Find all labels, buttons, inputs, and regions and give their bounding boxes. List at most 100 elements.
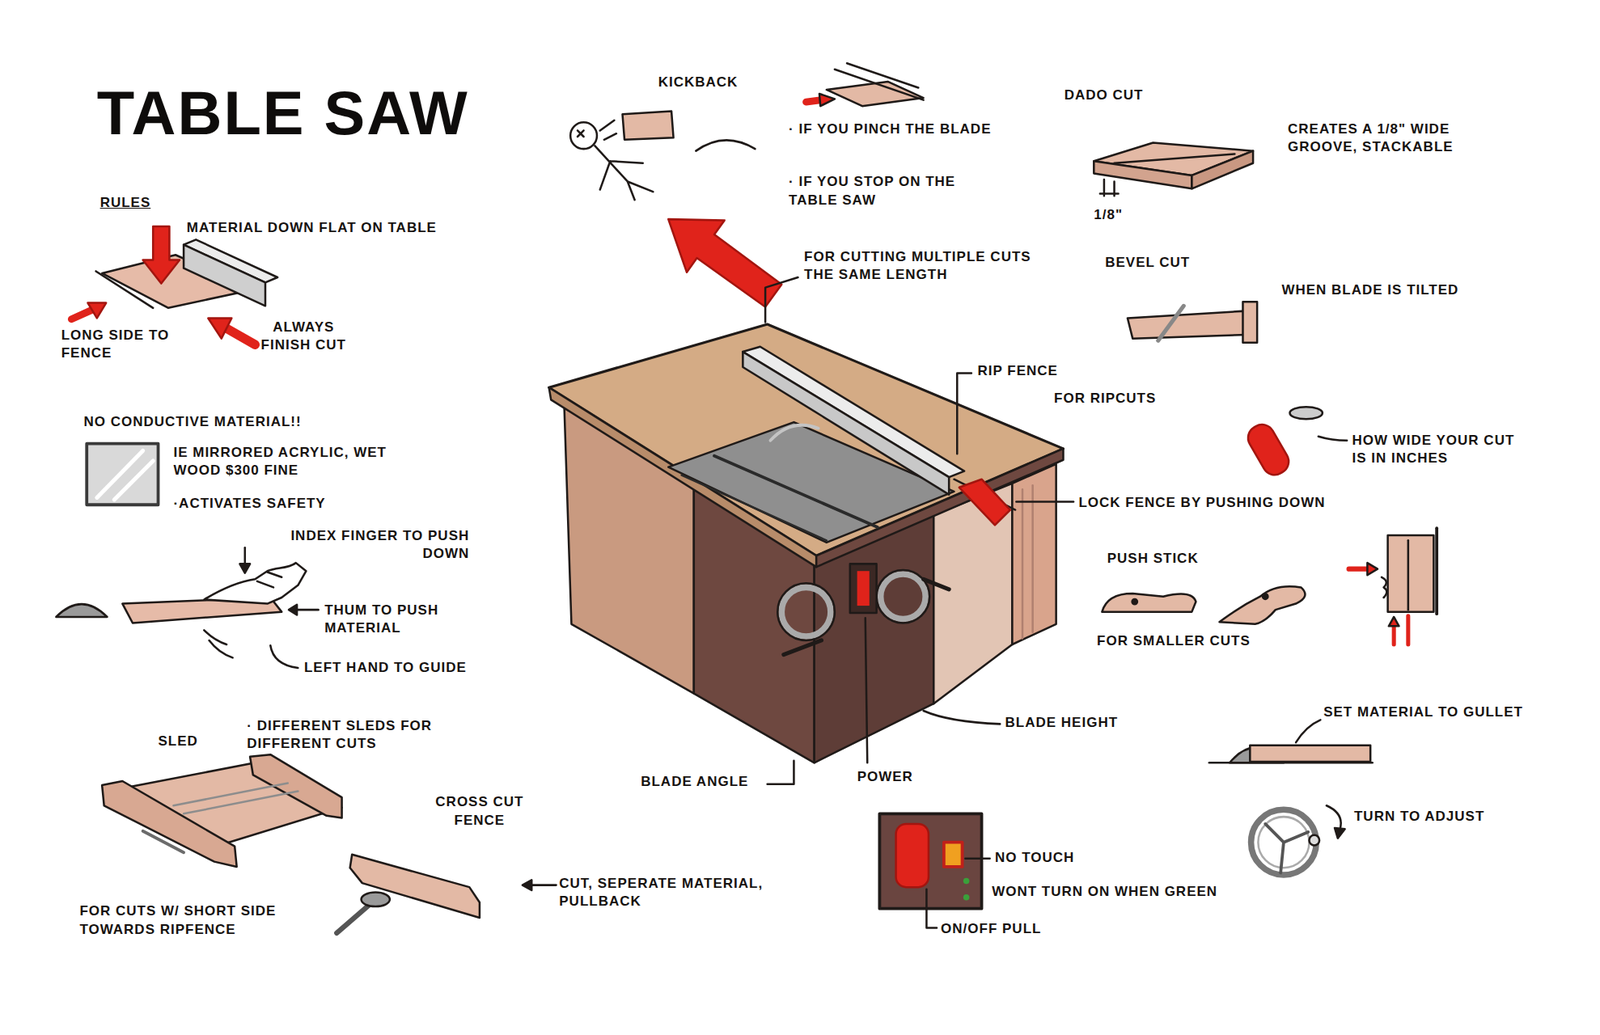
rule-note: LONG SIDE TO FENCE [61, 326, 174, 363]
section-heading: PUSH STICK [1107, 550, 1230, 568]
adjust-wheel-sketch-stroke [1251, 809, 1317, 876]
rules-sketch-stroke [183, 245, 266, 307]
table-saw-illustration-stroke [1022, 485, 1033, 639]
hand-push-sketch-stroke [55, 604, 107, 618]
page-title: TABLE SAW [97, 79, 470, 148]
table-saw-illustration-stroke [923, 579, 950, 590]
adjust-wheel-sketch-stroke [1308, 835, 1320, 847]
bevel-sketch [1127, 301, 1258, 343]
hand-note: LEFT HAND TO GUIDE [304, 659, 530, 678]
rules-sketch [71, 226, 278, 345]
crosscut-note: CUT, SEPERATE MATERIAL, PULLBACK [558, 875, 825, 911]
hand-push-sketch-stroke [296, 609, 318, 612]
dado-sketch-stroke [1093, 160, 1192, 189]
push-stick-sketch-stroke [1367, 562, 1378, 576]
crosscut-fence-sketch-stroke [350, 855, 480, 919]
hand-push-sketch-stroke [257, 571, 282, 588]
crosscut-fence-sketch-stroke [361, 892, 390, 907]
measure-note: HOW WIDE YOUR CUT IS IN INCHES [1351, 431, 1525, 468]
power-switch-box-stroke [926, 889, 937, 929]
rules-sketch-stroke [87, 303, 106, 319]
table-saw-illustration-stroke [1011, 464, 1056, 645]
table-saw-illustration [549, 219, 1074, 785]
table-saw-illustration-stroke [770, 425, 818, 441]
push-stick-sketch-stroke [1262, 594, 1268, 600]
table-saw-illustration-stroke [681, 475, 827, 542]
kickback-sketch-stroke [594, 145, 653, 200]
rules-sketch-stroke [143, 226, 180, 284]
power-switch-box-stroke [963, 894, 970, 902]
adjust-wheel-sketch-stroke [1265, 824, 1308, 874]
gullet-sketch-stroke [1249, 745, 1371, 762]
crosscut-fence-sketch-stroke [531, 884, 556, 887]
push-stick-sketch-stroke [1388, 535, 1435, 613]
push-stick-sketch [1101, 528, 1437, 645]
bevel-note: WHEN BLADE IS TILTED [1281, 281, 1527, 300]
push-stick-sketch-stroke [1219, 586, 1305, 625]
warning-note: IE MIRRORED ACRYLIC, WET WOOD $300 FINE [173, 444, 419, 480]
switch-note: ON/OFF PULL [940, 920, 1074, 939]
table-saw-illustration-stroke [1015, 500, 1074, 504]
power-switch-box-stroke [879, 813, 982, 909]
table-saw-illustration-stroke [956, 373, 972, 455]
section-heading: RULES [100, 194, 183, 212]
dado-sketch [1093, 143, 1253, 197]
push-stick-sketch-stroke [1132, 599, 1138, 605]
dado-sketch-stroke [1114, 153, 1236, 163]
kickback-sketch-stroke [570, 122, 597, 149]
kickback-sketch-stroke [622, 110, 674, 140]
warning-note: ·ACTIVATES SAFETY [173, 495, 398, 513]
table-saw-illustration-stroke [783, 640, 822, 656]
part-note: LOCK FENCE BY PUSHING DOWN [1078, 494, 1385, 513]
kickback-sketch-stroke [834, 63, 924, 100]
table-saw-illustration-stroke [742, 347, 965, 478]
section-heading: KICKBACK [658, 73, 771, 92]
wheel-note: TURN TO ADJUST [1354, 808, 1518, 826]
rule-note: MATERIAL DOWN FLAT ON TABLE [186, 219, 545, 238]
sled-note: · DIFFERENT SLEDS FOR DIFFERENT CUTS [246, 717, 492, 754]
hand-push-sketch-stroke [288, 605, 297, 616]
hand-note: THUM TO PUSH MATERIAL [324, 601, 478, 638]
table-saw-illustration-stroke [765, 277, 798, 322]
rule-note: ALWAYS FINISH CUT [260, 318, 348, 355]
push-stick-sketch-stroke [1101, 593, 1196, 613]
power-switch-box-stroke [943, 842, 963, 868]
part-name: RIP FENCE [977, 362, 1091, 381]
table-saw-illustration-stroke [714, 456, 878, 528]
bevel-sketch-stroke [1242, 301, 1258, 343]
push-stick-sketch-stroke [1434, 528, 1439, 614]
table-saw-illustration-stroke [767, 761, 795, 785]
kickback-sketch-stroke [600, 120, 617, 140]
fence-lock-handle [1243, 406, 1347, 480]
dimension-label: 1/8" [1093, 206, 1135, 225]
table-saw-illustration-stroke [850, 563, 877, 614]
kickback-note: · IF YOU PINCH THE BLADE [788, 120, 993, 139]
push-stick-sketch-stroke [1388, 617, 1400, 627]
hand-push-sketch [55, 547, 318, 669]
sled-sketch [101, 754, 342, 868]
kickback-sketch-stroke [577, 130, 585, 137]
power-switch-box-stroke [965, 858, 990, 861]
push-stick-sketch-stroke [1349, 567, 1368, 572]
table-saw-illustration-stroke [857, 571, 870, 606]
kickback-note: · IF YOU STOP ON THE TABLE SAW [788, 173, 993, 209]
fence-lock-handle-stroke [1290, 406, 1323, 420]
sled-note: FOR CUTS W/ SHORT SIDE TOWARDS RIPFENCE [79, 902, 284, 939]
hand-push-sketch-stroke [239, 563, 250, 573]
switch-note: NO TOUCH [994, 849, 1108, 868]
kickback-sketch-stroke [695, 139, 755, 151]
part-name: BLADE HEIGHT [1005, 714, 1149, 733]
part-name: POWER [857, 768, 929, 787]
hand-push-sketch-stroke [203, 630, 233, 658]
part-name: CROSS CUT FENCE [418, 793, 541, 830]
mirror-swatch-stroke [86, 444, 158, 506]
power-switch-box-stroke [896, 824, 929, 888]
adjust-wheel-sketch-stroke [1326, 805, 1342, 830]
hand-push-sketch-stroke [270, 645, 298, 669]
fence-note: FOR CUTTING MULTIPLE CUTS THE SAME LENGT… [804, 248, 1034, 284]
sled-sketch-stroke [143, 831, 184, 853]
mirror-swatch [86, 444, 158, 506]
gullet-note: SET MATERIAL TO GULLET [1323, 703, 1569, 722]
sled-sketch-stroke [173, 783, 298, 815]
